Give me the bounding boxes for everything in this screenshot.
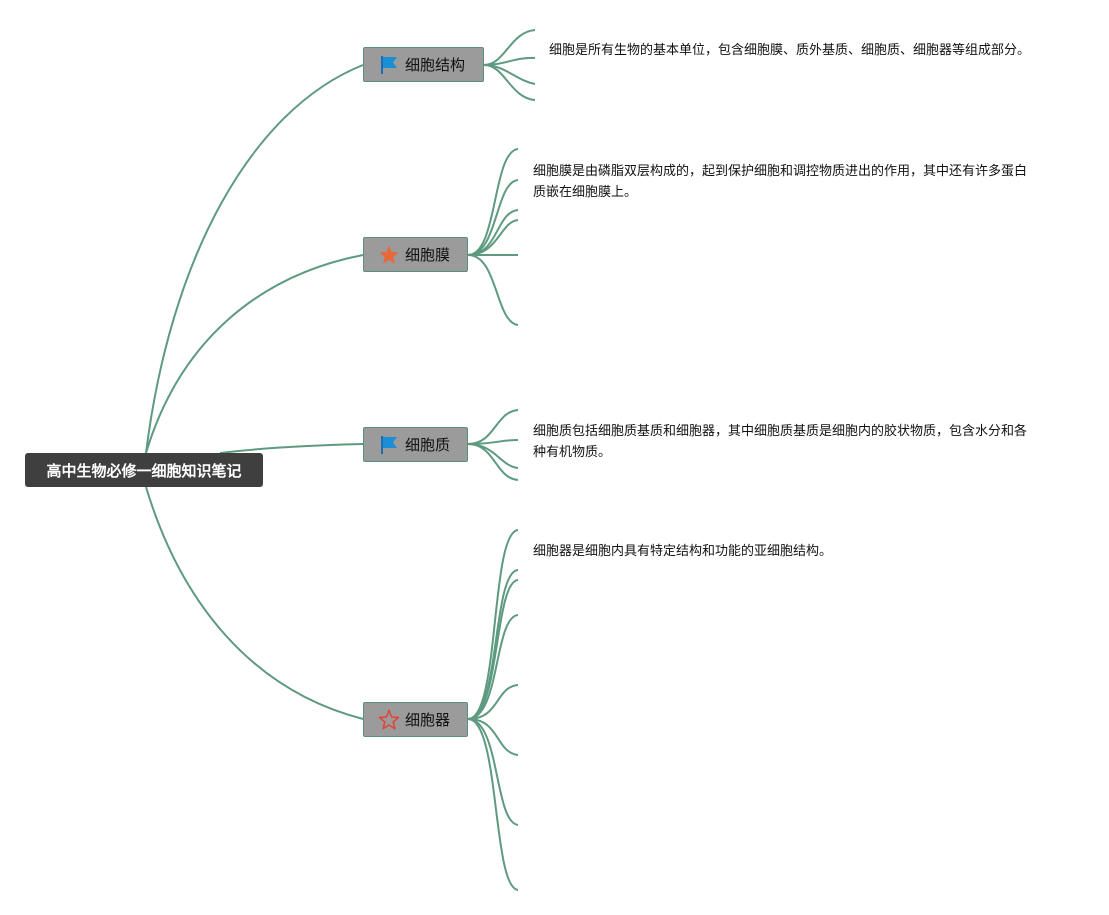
topic-label: 细胞质 xyxy=(405,436,451,454)
topic-label: 细胞结构 xyxy=(405,56,466,74)
connector-membrane-leaf xyxy=(467,179,519,256)
root-topic[interactable]: 高中生物必修一细胞知识笔记 xyxy=(25,453,263,487)
root-topic-label: 高中生物必修一细胞知识笔记 xyxy=(46,461,242,480)
connector-structure-leaf xyxy=(483,56,536,66)
connector-root-membrane xyxy=(145,254,364,454)
topic-cell-membrane[interactable]: 细胞膜 xyxy=(363,237,468,272)
topic-cytoplasm[interactable]: 细胞质 xyxy=(363,427,468,462)
connector-structure-leaf xyxy=(483,64,536,85)
note-cell-structure: 细胞是所有生物的基本单位，包含细胞膜、质外基质、细胞质、细胞器等组成部分。 xyxy=(549,43,1031,58)
connector-cytoplasm-leaf xyxy=(467,443,519,469)
connector-membrane-leaf xyxy=(467,254,519,326)
connector-organelle-leaf xyxy=(467,684,519,720)
topic-label: 细胞器 xyxy=(405,711,451,729)
connector-cytoplasm-leaf xyxy=(467,409,519,445)
note-cell-membrane: 细胞膜是由磷脂双层构成的，起到保护细胞和调控物质进出的作用，其中还有许多蛋白质嵌… xyxy=(533,164,1028,200)
blue-flag-icon xyxy=(378,434,400,456)
topic-organelle[interactable]: 细胞器 xyxy=(363,702,468,737)
connector-organelle-leaf xyxy=(467,718,519,826)
connector-organelle-leaf xyxy=(467,579,519,720)
connector-organelle-leaf xyxy=(467,529,519,720)
connector-membrane-leaf xyxy=(467,209,519,256)
connector-organelle-leaf xyxy=(467,718,519,891)
connector-cytoplasm-leaf xyxy=(467,443,519,481)
blue-flag-icon xyxy=(378,54,400,76)
connector-root-structure xyxy=(145,64,364,454)
connector-structure-leaf xyxy=(483,29,536,66)
connector-organelle-leaf xyxy=(467,614,519,720)
topic-label: 细胞膜 xyxy=(405,246,451,264)
connector-membrane-leaf xyxy=(467,148,519,256)
connector-root-organelle xyxy=(145,486,364,720)
note-organelle: 细胞器是细胞内具有特定结构和功能的亚细胞结构。 xyxy=(533,544,833,559)
connector-root-cytoplasm xyxy=(219,443,364,454)
connector-structure-leaf xyxy=(483,64,536,101)
connector-organelle-leaf xyxy=(467,718,519,756)
orange-star-icon xyxy=(378,244,400,266)
topic-cell-structure[interactable]: 细胞结构 xyxy=(363,47,484,82)
note-cytoplasm: 细胞质包括细胞质基质和细胞器，其中细胞质基质是细胞内的胶状物质，包含水分和各种有… xyxy=(533,424,1028,460)
red-outline-star-icon xyxy=(378,709,400,731)
